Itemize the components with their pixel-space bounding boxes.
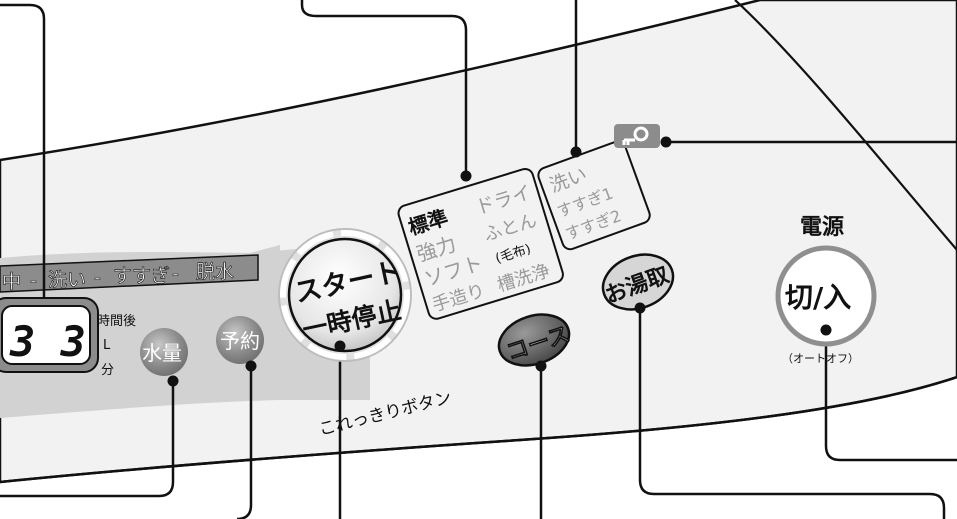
water-level-label: 水量 <box>142 341 182 365</box>
display-digits: 3 3 <box>9 317 86 366</box>
power-button[interactable]: 切/入 <box>775 245 877 347</box>
leader-display <box>0 3 46 308</box>
progress-labels: 中 - 洗い - すすぎ - 脱水 <box>2 261 235 294</box>
progress-sep-1: - <box>30 270 37 292</box>
water-level-button[interactable]: 水量 <box>140 328 188 387</box>
panel-crease <box>734 0 957 251</box>
course-led <box>535 360 547 372</box>
progress-stage-1: 中 <box>2 271 21 293</box>
progress-sep-3: - <box>172 263 179 285</box>
leader-hot-water <box>638 308 946 519</box>
start-pause-button[interactable]: スタート 一時停止 <box>278 228 412 362</box>
power-title: 電源 <box>800 215 844 240</box>
progress-stage-4: 脱水 <box>196 261 234 283</box>
panel-lower-edge <box>0 375 957 484</box>
unit-liters: L <box>103 338 111 353</box>
power-led <box>820 324 832 336</box>
timer-button[interactable]: 予約 <box>216 316 264 372</box>
unit-hours-later: 時間後 <box>97 314 136 329</box>
leader-course-options <box>300 0 468 176</box>
display-units: 時間後 L 分 <box>97 314 136 378</box>
power-label: 切/入 <box>785 281 851 314</box>
progress-stage-2: 洗い <box>48 269 86 291</box>
key-lock-icon <box>614 124 672 148</box>
course-options-box <box>397 167 564 320</box>
process-options-led <box>570 146 582 158</box>
progress-sep-2: - <box>94 267 101 289</box>
hot-water-led <box>634 302 646 314</box>
timer-label: 予約 <box>220 329 260 353</box>
unit-minutes: 分 <box>101 363 114 378</box>
start-led <box>334 340 346 352</box>
course-options-led <box>460 170 472 182</box>
progress-stage-3: すすぎ <box>113 265 170 287</box>
timer-led <box>245 360 257 372</box>
progress-strip <box>0 254 259 293</box>
power-caption: （オートオフ） <box>782 352 859 365</box>
leader-power <box>824 330 957 462</box>
leader-water <box>0 381 175 498</box>
display-screen <box>1 305 91 365</box>
time-display: 3 3 <box>0 297 99 373</box>
course-button[interactable]: コース <box>492 306 575 374</box>
water-level-led <box>167 375 179 387</box>
